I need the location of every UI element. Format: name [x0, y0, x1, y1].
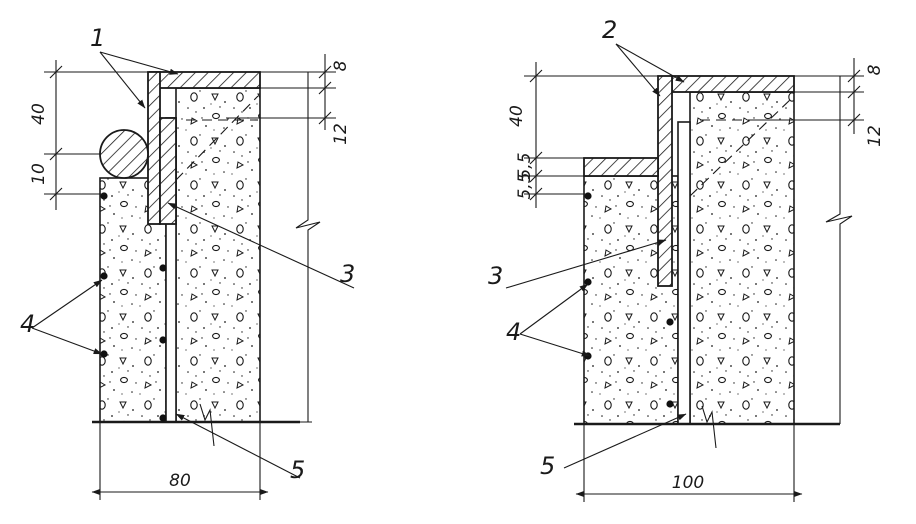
left-detail: 40 10 8 12 80 [20, 24, 355, 500]
right-rebar [584, 192, 592, 200]
right-step-plate [583, 157, 659, 177]
right-dim-8: 8 [865, 64, 885, 75]
right-dim-100: 100 [672, 473, 704, 493]
left-break-symbol [199, 403, 215, 447]
left-dim-40: 40 [29, 103, 49, 125]
right-right-dimension [750, 58, 864, 424]
right-detail: 40 5,5 5,5 8 12 100 [488, 16, 885, 502]
right-dim-5-5-b: 5,5 [515, 172, 535, 199]
left-dash-1 [175, 95, 259, 181]
right-rebar [584, 352, 592, 360]
right-callout-2: 2 [602, 16, 617, 44]
right-inner-concrete [689, 91, 795, 425]
left-rebar [159, 414, 167, 422]
right-rebar [666, 318, 674, 326]
left-top-cap [149, 71, 261, 89]
left-callout-1: 1 [90, 24, 105, 52]
left-facing-flange [147, 71, 161, 225]
left-callout-5: 5 [290, 456, 305, 484]
right-break-symbol [701, 405, 717, 449]
left-rebar [159, 264, 167, 272]
left-sealing-bead [99, 129, 149, 179]
left-callout-4: 4 [20, 310, 35, 338]
right-top-cap [671, 75, 795, 93]
left-rebar [159, 336, 167, 344]
right-facing-flange [657, 75, 673, 287]
left-dim-80: 80 [169, 471, 191, 491]
left-dim-10: 10 [29, 163, 49, 185]
right-dim-5-5-a: 5,5 [515, 152, 535, 179]
left-width-dimension [91, 422, 269, 500]
right-callout-5: 5 [540, 452, 555, 480]
left-insert-strip [159, 117, 177, 225]
left-dim-8: 8 [331, 60, 351, 71]
left-inner-concrete [175, 87, 261, 423]
right-callout-4: 4 [506, 318, 521, 346]
right-callout-leaders [505, 43, 687, 469]
right-width-dimension [575, 424, 803, 502]
right-left-dimension-chain [524, 62, 672, 208]
right-callout-3: 3 [488, 262, 503, 290]
right-dim-40: 40 [507, 105, 527, 127]
right-dash-1 [689, 97, 793, 197]
left-callout-leaders [31, 51, 355, 479]
left-dimension-chain [44, 60, 150, 210]
left-rebar [100, 272, 108, 280]
left-callout-3: 3 [340, 260, 355, 288]
left-right-dimension [226, 54, 336, 423]
left-dim-12: 12 [331, 123, 351, 145]
right-joint-gap [677, 121, 691, 425]
right-rebar [666, 400, 674, 408]
right-dim-12: 12 [865, 125, 885, 147]
